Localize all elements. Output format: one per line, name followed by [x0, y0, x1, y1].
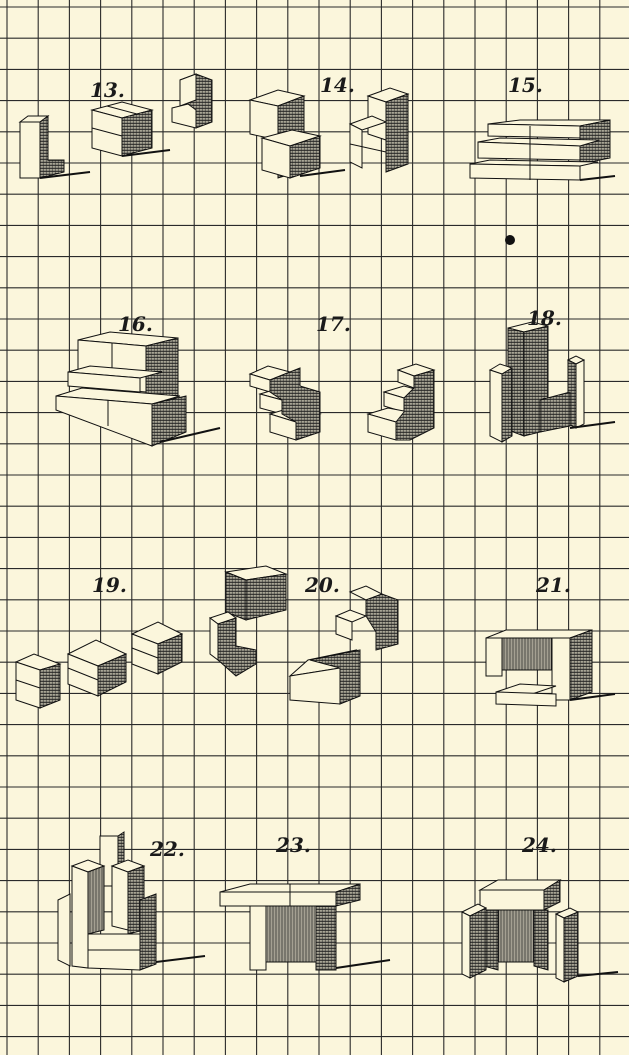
figure-18-label: 18.	[527, 306, 562, 330]
figure-19-label: 19.	[92, 573, 127, 597]
figure-24-blocks	[462, 880, 618, 982]
figure-13-label: 13.	[90, 78, 125, 102]
figure-17-label: 17.	[316, 312, 351, 336]
figure-15-blocks	[470, 120, 615, 180]
figure-23-blocks	[220, 884, 390, 970]
figure-21-blocks	[486, 630, 615, 706]
figure-20-blocks	[210, 566, 398, 704]
ink-spot	[505, 235, 515, 245]
figure-16-label: 16.	[118, 312, 153, 336]
figure-22-label: 22.	[149, 837, 185, 861]
figure-20-label: 20.	[304, 573, 340, 597]
figure-16-blocks	[56, 332, 220, 446]
figure-23-label: 23.	[275, 833, 311, 857]
figure-24-label: 24.	[521, 833, 557, 857]
figure-18-blocks	[490, 322, 615, 442]
figure-17-blocks	[250, 364, 434, 440]
figure-labels: 13. 14. 15. 16. 17. 18. 19. 20. 21. 22. …	[90, 73, 571, 861]
figure-19-blocks	[16, 622, 182, 708]
figure-14-blocks	[250, 88, 408, 178]
figure-15-label: 15.	[508, 73, 543, 97]
figure-21-label: 21.	[535, 573, 571, 597]
figure-14-label: 14.	[320, 73, 355, 97]
